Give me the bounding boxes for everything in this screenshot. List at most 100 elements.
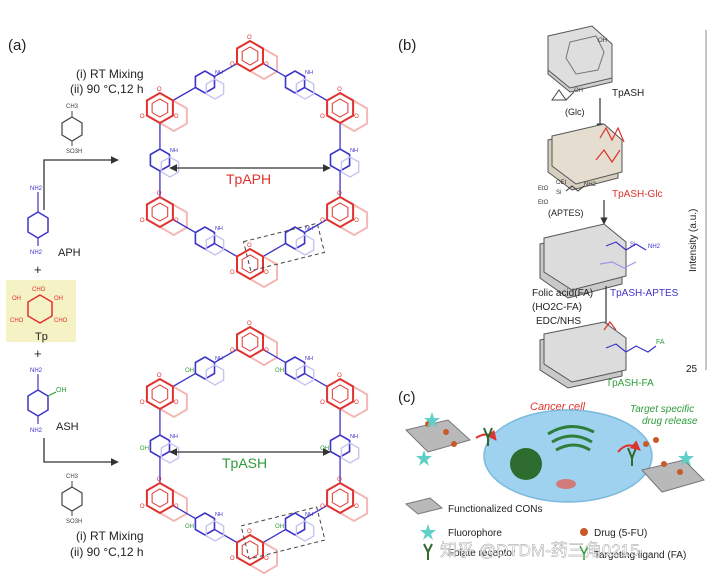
tpash-linker-ghost-3 [205,520,225,542]
tpaph-tp-o-a-4: O [157,191,162,197]
tpash-linker-nh-5: NH [215,356,223,362]
bottom-condition-2: (ii) 90 °C,12 h [70,545,144,559]
ash-nh2-bottom: NH2 [30,428,43,434]
tpash-linker-ghost-4 [160,442,180,464]
tpaph-tp-node-5 [145,91,174,125]
aptes-label: (APTES) [548,208,584,218]
tpash-linker-ghost-1 [340,442,360,464]
glc-oh: OH [574,88,583,94]
legend-drug-label: Drug (5-FU) [594,528,647,539]
tpash-tp-o-c-0: O [230,348,235,354]
tpash-tp-o-a-3: O [247,529,252,535]
ash-nh2-top: NH2 [30,368,43,374]
folate-receptor-icon [483,427,493,446]
watermark: 知乎 @DTDM-药三角0215 [440,541,640,560]
fluorophore-icon-3 [678,450,694,466]
folate-receptor-icon-2 [627,447,637,466]
top-condition-1: (i) RT Mixing [76,67,144,81]
tpash-glc-stack-graphic [547,123,625,191]
aph-nh2-bottom: NH2 [30,250,43,256]
tpash-linker-oh-4: OH [140,446,149,452]
panel-a-label: (a) [8,37,26,54]
tpaph-tp-o-a-1: O [337,87,342,93]
tpash-tp-o-b-1: O [354,400,359,406]
legend-folate-icon [423,543,433,560]
tpaph-tp-o-c-1: O [320,114,325,120]
tpaph-linker-nh-4: NH [170,148,178,154]
fluorophore-icon [424,412,440,428]
tpash-linker-ring-1 [329,434,351,458]
legend-fluorophore-label: Fluorophore [448,528,502,539]
tpaph-tp-o-b-0: O [264,62,269,68]
tp-cho-label: CHO [32,287,46,293]
tpash-tp-node-inner-1 [331,384,349,404]
tpaph-tp-o-b-2: O [354,218,359,224]
con-sheet-left [405,412,472,466]
legend-ligand-icon [579,545,589,560]
tpaph-linker-nh-5: NH [215,70,223,76]
tpaph-tp-node-inner-1 [331,98,349,118]
tpaph-unit-box [242,222,326,272]
tpaph-linker-ring-5 [194,70,216,94]
cell-nucleus [510,448,542,480]
release-arrow [617,440,641,453]
tpash-linker-oh-0: OH [275,368,284,374]
tos-so3h-label-2: SO3H [66,519,82,525]
tpaph-tp-o-b-3: O [264,270,269,276]
tpaph-tp-o-c-2: O [320,218,325,224]
tpaph-tp-o-a-0: O [247,35,252,41]
tpash-linker-ghost-5 [205,364,225,386]
tpash-unit-box [240,506,326,560]
tpaph-linker-ghost-5 [205,78,225,100]
tosic-acid-top: CH3 SO3H [61,104,83,155]
tpaph-tp-o-b-5: O [174,114,179,120]
tpash-linker-ring-3 [194,512,216,536]
glycidol-molecule [551,89,575,101]
tpash-tp-o-a-2: O [337,477,342,483]
tpash-tp-node-3 [236,533,264,567]
tpash-tp-o-c-3: O [230,556,235,562]
tpash-tp-o-b-3: O [264,556,269,562]
legend-folate-label: Folate receptor [448,548,516,559]
tp-highlight-box [6,280,76,342]
tpaph-label: TpAPH [226,171,271,187]
release-label-2: drug release [642,416,698,427]
tpash-linker-ring-5 [194,356,216,380]
tpaph-tp-o-b-4: O [174,218,179,224]
tpaph-tp-o-c-4: O [140,218,145,224]
tpaph-tp-o-a-5: O [157,87,162,93]
tpaph-tp-o-c-3: O [230,270,235,276]
legend-ligand-label: Targeting ligand (FA) [594,550,686,561]
tpash-tp-node-inner-4 [151,488,169,508]
tpaph-linker-ring-1 [329,148,351,172]
tpaph-tp-node-inner-2 [331,202,349,222]
arrow-to-tpash [43,438,119,466]
tpash-label: TpASH [222,455,267,471]
intensity-axis-label: Intensity (a.u.) [688,209,699,272]
tpash-tp-o-a-5: O [157,373,162,379]
tpaph-tp-node-0 [236,39,264,73]
tpash-oh: OH [598,38,607,44]
fa-line-3: EDC/NHS [536,316,581,327]
tpash-linker-ring-0 [284,356,306,380]
tpash-linker-oh-3: OH [185,524,194,530]
tpaph-tp-node-inner-3 [241,254,259,274]
cancer-cell-graphic [483,409,653,503]
tpash-linker-oh-2: OH [275,524,284,530]
tpash-linker-nh-4: NH [170,434,178,440]
tpaph-tp-node-3 [236,247,264,281]
tp-cho-label-3: CHO [54,318,68,324]
aph-nh2-top: NH2 [30,186,43,192]
tpash-tp-node-4 [145,481,174,515]
tpash-tp-o-c-4: O [140,504,145,510]
tpash-tp-o-a-4: O [157,477,162,483]
tpaph-linker-nh-0: NH [305,70,313,76]
tp-oh-label: OH [54,296,63,302]
tos-so3h-label: SO3H [66,149,82,155]
tos-ch3-label-2: CH3 [66,474,79,480]
plus-sign-2: + [34,346,42,361]
tpaph-linker-ghost-4 [160,156,180,178]
tpaph-linker-ring-3 [194,226,216,250]
